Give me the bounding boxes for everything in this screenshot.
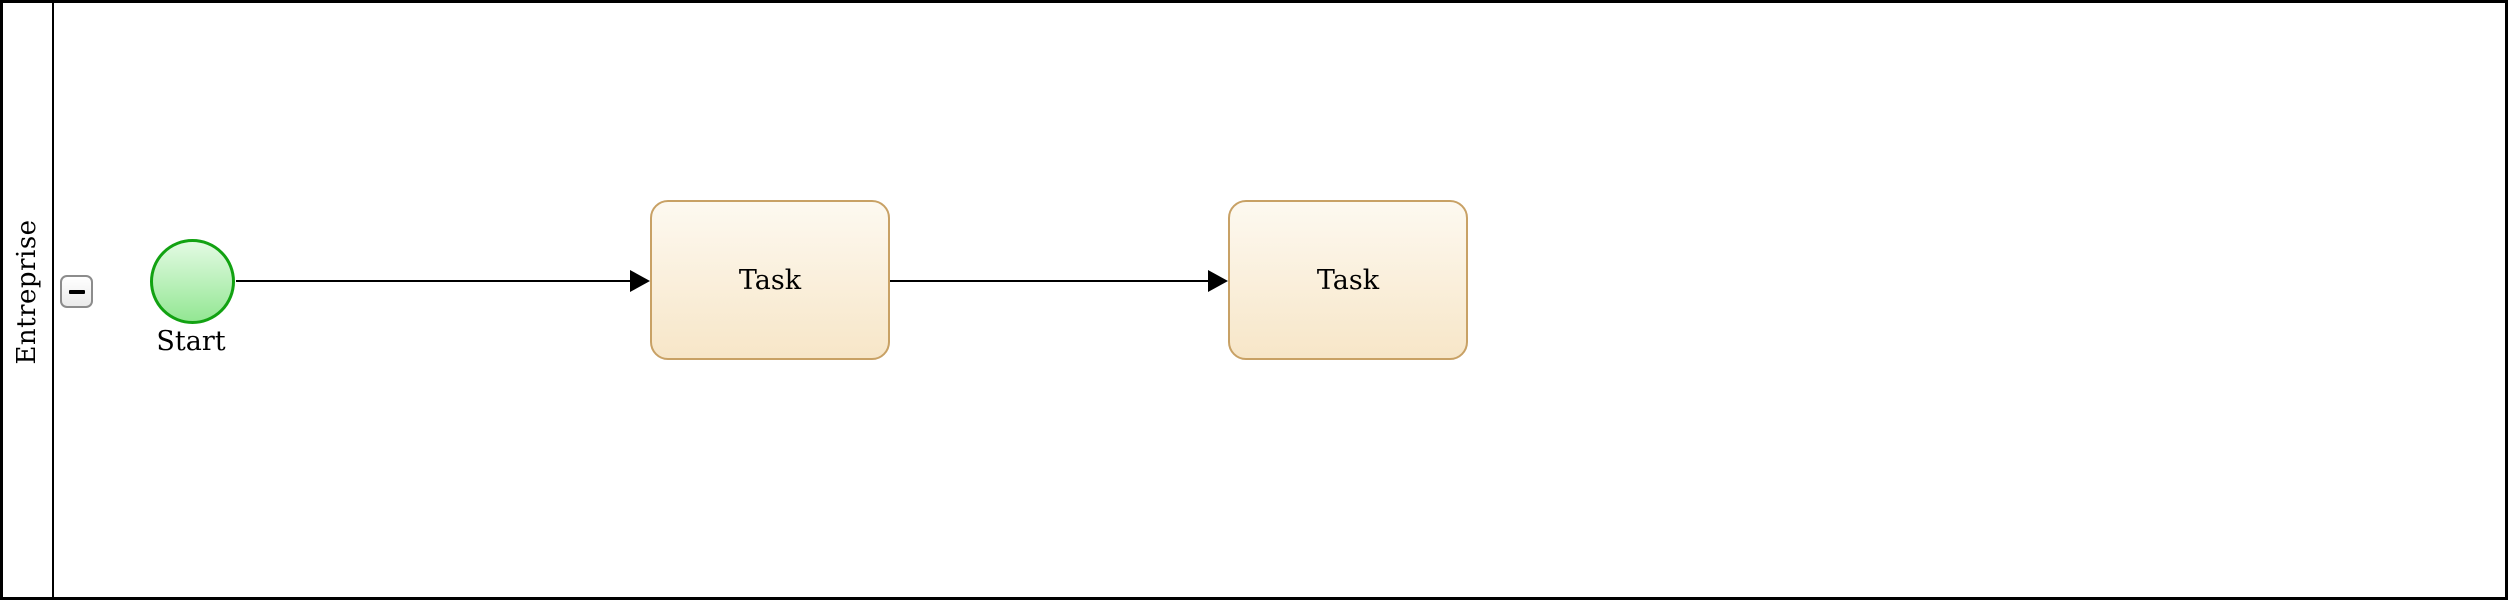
sequence-flow-2[interactable] [890,270,1228,292]
pool-name-label: Entreprise [12,219,42,365]
start-event[interactable] [150,239,235,324]
sequence-flow-2-arrowhead-icon [1208,270,1228,292]
task-2[interactable]: Task [1228,200,1468,360]
task-1-label: Task [738,264,802,296]
minus-icon [68,289,85,294]
task-2-label: Task [1316,264,1380,296]
collapse-lane-button[interactable]: − [60,275,93,308]
lane-divider [52,0,54,600]
sequence-flow-1-arrowhead-icon [630,270,650,292]
start-event-label: Start [156,326,226,357]
sequence-flow-1-line [236,279,630,282]
task-1[interactable]: Task [650,200,890,360]
sequence-flow-1[interactable] [236,270,650,292]
sequence-flow-2-line [890,279,1208,282]
